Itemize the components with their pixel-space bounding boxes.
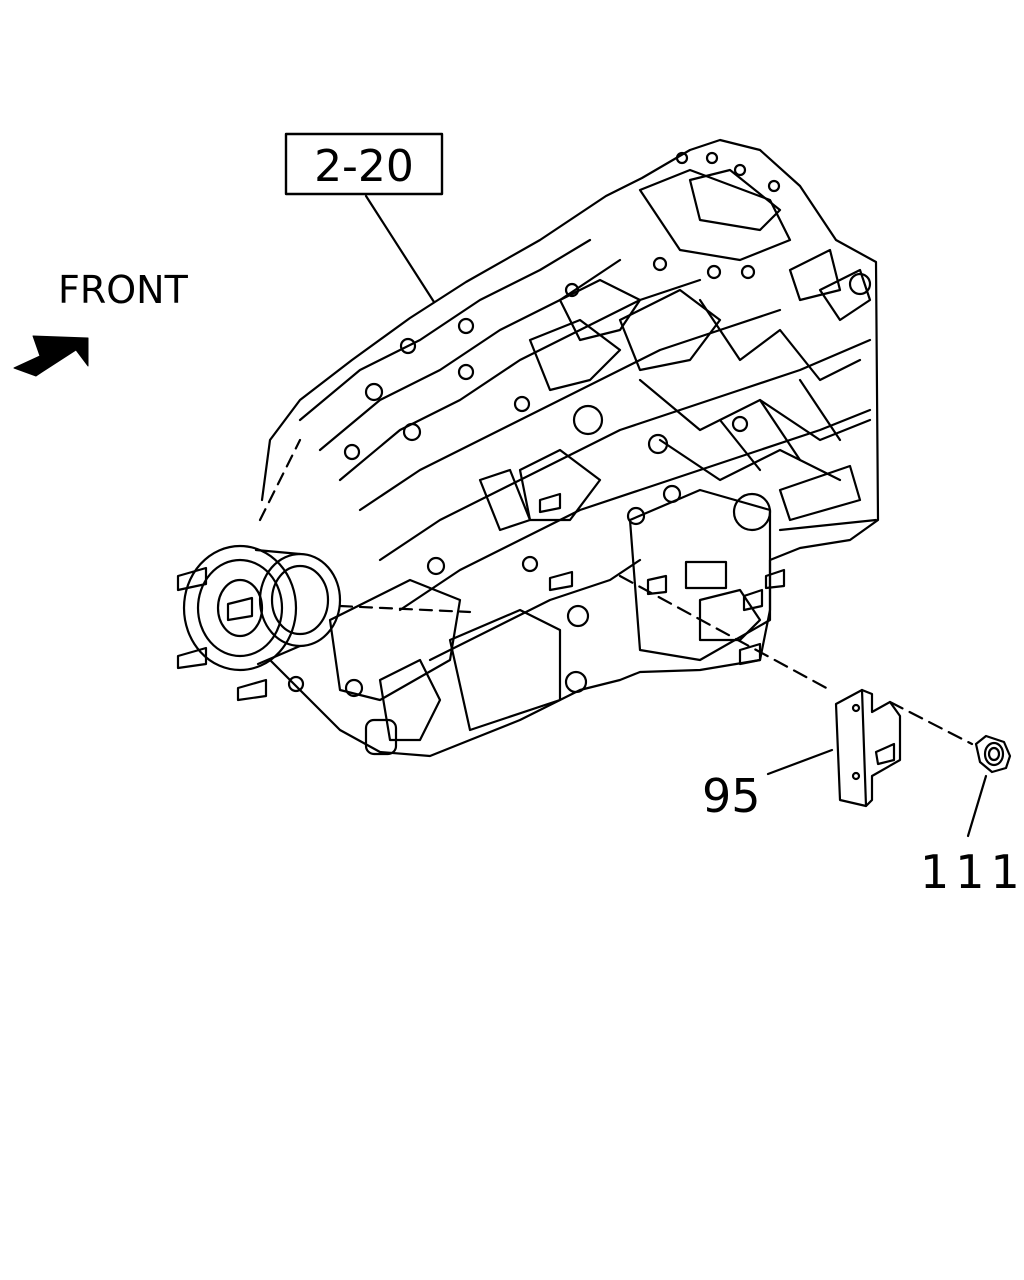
- assembly-line-nut: [888, 700, 974, 746]
- nut-part: [974, 734, 1012, 774]
- transmission-assembly: [176, 138, 880, 758]
- leader-line-111: [966, 774, 988, 838]
- front-label: FRONT: [58, 268, 189, 312]
- callout-label-95: 95: [702, 769, 761, 823]
- bracket-part: [834, 688, 902, 808]
- reference-box: 2-20: [284, 132, 444, 196]
- callout-label-111: 111: [920, 845, 1024, 899]
- front-arrow-icon: [13, 335, 89, 377]
- reference-leader-line: [364, 194, 436, 304]
- assembly-line-bracket: [618, 574, 832, 692]
- reference-box-label: 2-20: [314, 141, 414, 192]
- leader-line-95: [766, 748, 834, 776]
